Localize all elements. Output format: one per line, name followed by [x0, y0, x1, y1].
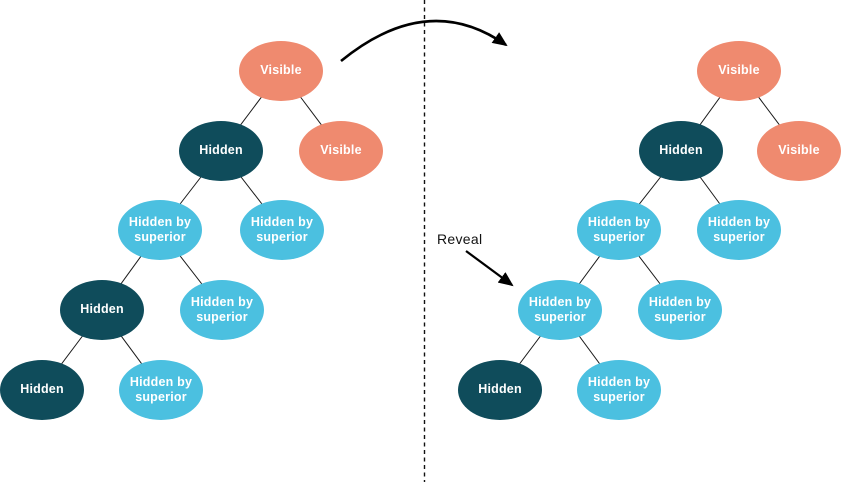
reveal-arrow — [465, 250, 514, 287]
reveal-label: Reveal — [437, 231, 483, 247]
tree-edge — [618, 150, 682, 231]
tree-edge — [220, 70, 282, 152]
tree-edge — [680, 70, 740, 152]
tree-edge — [101, 309, 162, 391]
tree-edge — [101, 229, 161, 311]
tree-edge — [159, 150, 222, 231]
tree-edge — [559, 229, 620, 311]
tree-edge — [280, 70, 342, 152]
tree-edge — [41, 309, 103, 391]
tree-edge — [618, 229, 681, 311]
tree-edge — [680, 150, 740, 231]
tree-edges — [41, 70, 800, 391]
tree-edge — [559, 309, 620, 391]
transform-arrow — [340, 19, 508, 63]
tree-edge — [738, 70, 800, 152]
tree-edge — [220, 150, 283, 231]
tree-edge — [499, 309, 561, 391]
tree-edge — [159, 229, 223, 311]
